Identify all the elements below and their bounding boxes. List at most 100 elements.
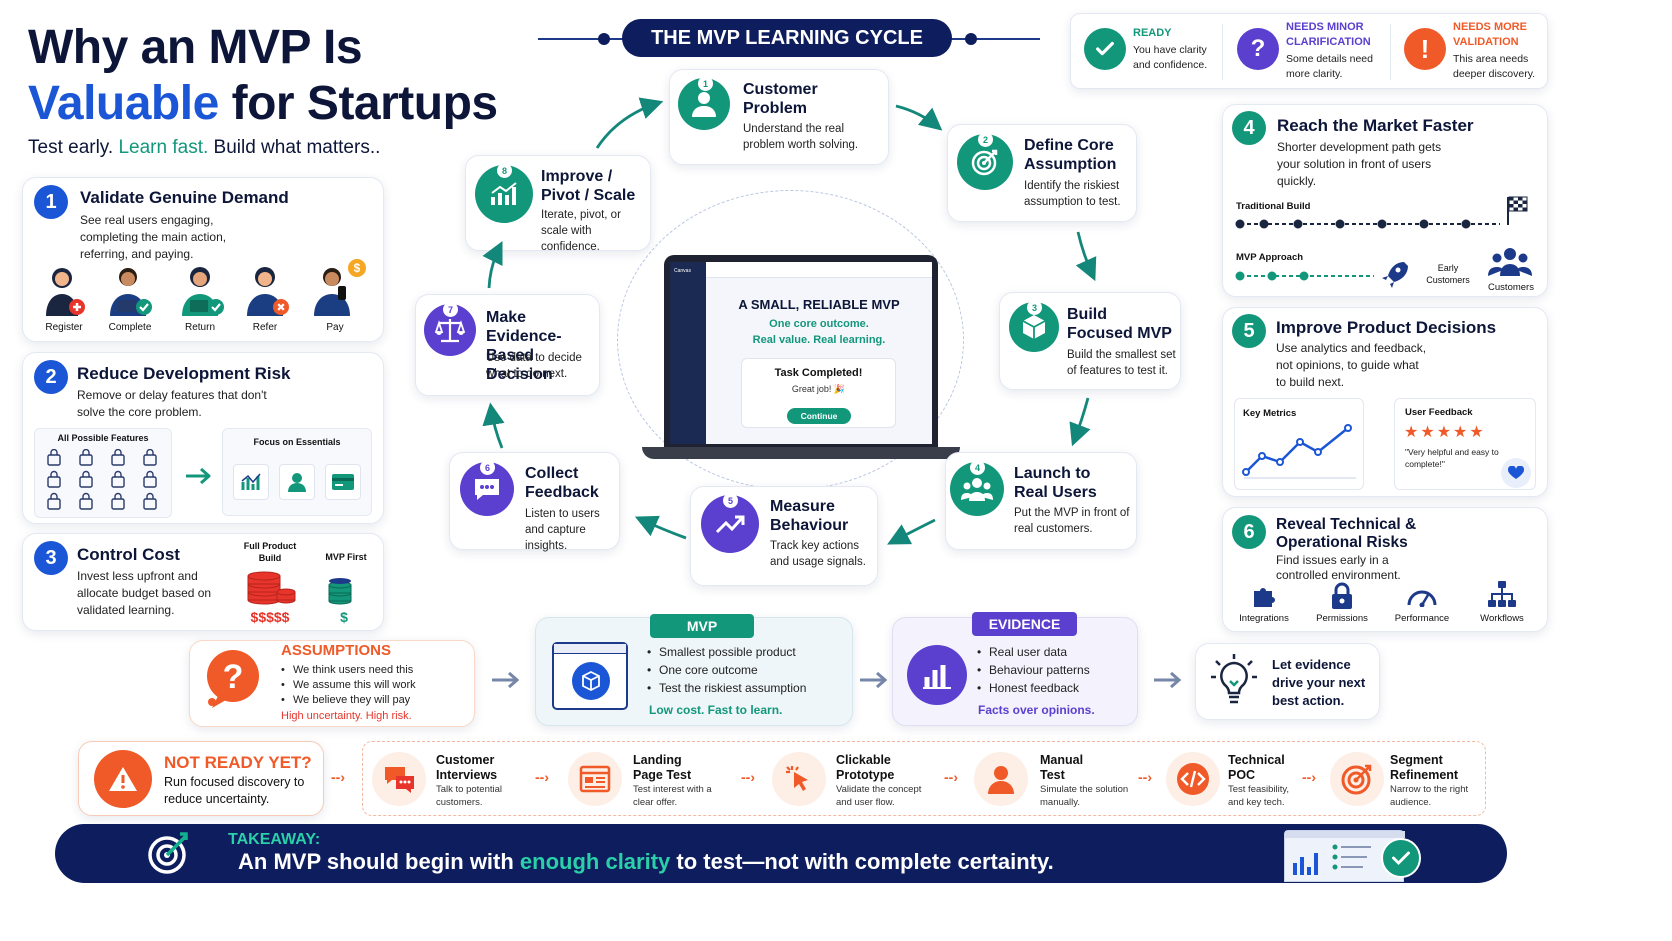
bar-chart-icon (907, 645, 967, 705)
user-refer-icon (243, 262, 295, 318)
risk-label-workflows: Workflows (1480, 613, 1524, 624)
chat-bubble-icon: 6 (460, 460, 514, 516)
gauge-icon (1406, 583, 1438, 612)
not-ready-title: NOT READY YET? (164, 753, 312, 772)
tagline-a: Test early. (28, 137, 119, 158)
benefit-desc-5: Use analytics and feedback, not opinions… (1276, 341, 1427, 389)
workflow-icon (1487, 580, 1517, 613)
laptop-continue-button[interactable]: Continue (787, 408, 851, 424)
traditional-timeline (1234, 191, 1534, 235)
legend-validation-title: NEEDS MORE VALIDATION (1453, 21, 1527, 48)
flow-arrow-3 (1152, 670, 1184, 695)
essential-card-icon (325, 464, 361, 500)
cycle-title-5: Measure Behaviour (770, 498, 849, 534)
cycle-title-7: Make Evidence-Based Decision (486, 309, 562, 383)
mvp-window-icon (552, 642, 628, 710)
cube-icon (572, 662, 610, 700)
rocket-icon (1382, 262, 1408, 288)
evidence-foot: Facts over opinions. (978, 703, 1095, 717)
laptop-line2: Real value. Real learning. (752, 334, 886, 346)
step-badge-5: 5 (723, 493, 738, 508)
cycle-desc-5: Track key actions and usage signals. (770, 540, 866, 568)
legend-divider-2 (1390, 24, 1391, 80)
discovery-desc-2: Test interest with a clear offer. (633, 784, 712, 808)
discovery-arrow-3: --› (944, 769, 958, 785)
title-rest: for Startups (218, 77, 499, 130)
validation-alert-icon: ! (1404, 28, 1446, 70)
code-icon (1166, 752, 1220, 806)
user-return-icon (176, 262, 228, 318)
target-icon: 2 (957, 132, 1013, 190)
benefit-title-6: Reveal Technical & Operational Risks (1276, 516, 1417, 551)
feature-lock-grid (44, 448, 164, 513)
discovery-title-6: Segment Refinement (1390, 753, 1459, 782)
cycle-desc-6: Listen to users and capture insights. (525, 508, 600, 552)
benefit-title-5: Improve Product Decisions (1276, 318, 1497, 337)
user-label-register: Register (45, 322, 83, 333)
svg-text:$: $ (354, 261, 361, 275)
takeaway-text: An MVP should begin with enough clarity … (238, 849, 1054, 875)
cycle-title-4: Launch to Real Users (1014, 465, 1097, 501)
benefit-number-3: 3 (34, 541, 68, 575)
step-badge-7: 7 (443, 302, 458, 317)
not-ready-arrow: --› (331, 769, 345, 785)
user-complete-icon (104, 262, 156, 318)
benefit-desc-2: Remove or delay features that don't solv… (77, 388, 267, 419)
mvp-first-cost: $ (340, 609, 348, 625)
takeaway-text-a: An MVP should begin with (238, 849, 520, 874)
takeaway-text-b: enough clarity (519, 849, 671, 874)
benefit-desc-1: See real users engaging, completing the … (80, 213, 227, 261)
takeaway-check-icon (1381, 838, 1421, 878)
customer-icon: 1 (678, 76, 730, 130)
list-item: Real user data (977, 643, 1127, 661)
discovery-arrow-1: --› (535, 769, 549, 785)
discovery-arrow-4: --› (1138, 769, 1152, 785)
risk-label-performance: Performance (1394, 613, 1450, 624)
benefit-number-6: 6 (1232, 515, 1266, 549)
result-card (1195, 643, 1380, 720)
tagline: Test early. Learn fast. Build what matte… (28, 137, 380, 159)
user-register-icon (40, 262, 88, 318)
user-pay-icon: $ (308, 258, 368, 318)
trend-up-icon: 5 (701, 493, 759, 553)
padlock-icon (1330, 582, 1354, 615)
laptop-topbar (706, 262, 932, 278)
laptop-task-title: Task Completed! (774, 367, 863, 379)
user-label-pay: Pay (326, 322, 344, 333)
essential-chart-icon (233, 464, 269, 500)
benefit-title-3: Control Cost (77, 545, 180, 564)
discovery-title-5: Technical POC (1228, 753, 1285, 782)
finish-flag-icon (1507, 196, 1528, 225)
page-title: Why an MVP Is Valuable for Startups (28, 20, 498, 132)
list-item: Behaviour patterns (977, 661, 1127, 679)
title-valuable: Valuable (28, 77, 219, 130)
clarify-question-icon: ? (1237, 28, 1279, 70)
cycle-title: THE MVP LEARNING CYCLE (622, 19, 952, 57)
question-bubble-icon: ? (200, 648, 266, 715)
early-customers-label: Early Customers (1426, 263, 1470, 285)
evidence-list: Real user data Behaviour patterns Honest… (977, 643, 1127, 697)
cycle-desc-4: Put the MVP in front of real customers. (1014, 507, 1130, 535)
essential-user-icon (279, 464, 315, 500)
list-item: Honest feedback (977, 679, 1127, 697)
step-badge-3: 3 (1027, 300, 1042, 315)
growth-chart-icon: 8 (475, 163, 533, 223)
users-group-icon: 4 (950, 460, 1004, 516)
landing-page-icon (568, 752, 622, 806)
all-features-label: All Possible Features (57, 433, 149, 443)
benefit-desc-6: Find issues early in a controlled enviro… (1276, 553, 1401, 582)
ready-check-icon (1084, 28, 1126, 70)
risk-label-permissions: Permissions (1316, 613, 1368, 624)
coin-stack-large-icon (246, 566, 296, 611)
discovery-title-1: Customer Interviews (436, 753, 498, 782)
discovery-arrow-2: --› (741, 769, 755, 785)
cycle-title-6: Collect Feedback (525, 465, 599, 501)
discovery-desc-6: Narrow to the right audience. (1390, 784, 1469, 808)
benefit-reach-market (1222, 104, 1548, 297)
traditional-label: Traditional Build (1236, 201, 1311, 212)
box-icon: 3 (1009, 300, 1059, 352)
cycle-line-dot-right (965, 33, 977, 45)
manual-user-icon (974, 752, 1028, 806)
laptop-sidebar (670, 262, 706, 444)
essentials-label: Focus on Essentials (253, 437, 341, 447)
